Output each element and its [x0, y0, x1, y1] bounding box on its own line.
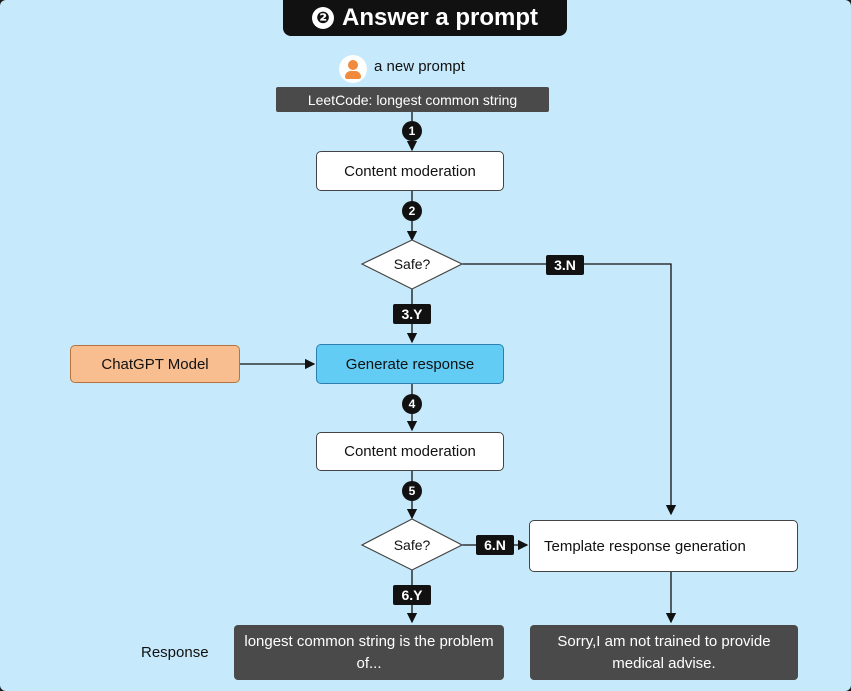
response-answer-box: longest common string is the problem of.…: [234, 625, 504, 680]
title-step-number: ❷: [311, 7, 334, 29]
safe-diamond-1: [360, 239, 464, 290]
step-badge-1: 1: [402, 121, 422, 141]
tag-6y: 6.Y: [393, 585, 431, 605]
user-icon: [339, 55, 367, 83]
safe-label-1: Safe?: [393, 256, 431, 272]
page-title: ❷ Answer a prompt: [283, 0, 567, 36]
prompt-label: a new prompt: [374, 58, 465, 75]
content-moderation-node-1: Content moderation: [316, 151, 504, 191]
title-text: Answer a prompt: [341, 4, 539, 31]
arrow-safe-no-branch: [462, 263, 677, 516]
tag-6n: 6.N: [476, 535, 514, 555]
content-moderation-node-2: Content moderation: [316, 432, 504, 471]
response-label: Response: [141, 644, 209, 661]
prompt-text: LeetCode: longest common string: [276, 87, 549, 112]
tag-3n: 3.N: [546, 255, 584, 275]
generate-response-node: Generate response: [316, 344, 504, 384]
safe-label-2: Safe?: [393, 537, 431, 553]
response-sorry-box: Sorry,I am not trained to provide medica…: [530, 625, 798, 680]
tag-3y: 3.Y: [393, 304, 431, 324]
safe-diamond-2: [360, 518, 464, 571]
template-response-node: Template response generation: [529, 520, 798, 572]
step-badge-5: 5: [402, 481, 422, 501]
step-badge-2: 2: [402, 201, 422, 221]
chatgpt-model-node: ChatGPT Model: [70, 345, 240, 383]
step-badge-4: 4: [402, 394, 422, 414]
